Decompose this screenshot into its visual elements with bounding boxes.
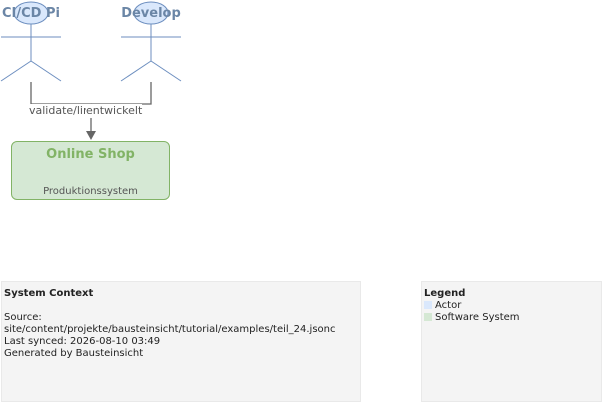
legend-swatch-software-system [424,313,432,321]
legend-label-actor: Actor [435,300,462,311]
actor-figure-cicd[interactable] [0,1,62,82]
edge-entwickelt[interactable] [91,82,152,105]
actor-right-leg [30,60,62,82]
legend-item-software-system: Software System [424,312,520,324]
info-source-label: Source: [4,312,42,323]
system-title: Online Shop [46,147,135,162]
legend-item-actor: Actor [424,300,461,312]
actor-left-leg [120,60,152,82]
info-generated-by: Generated by Bausteinsicht [4,348,144,359]
legend-title: Legend [424,288,466,299]
actor-figure-developer[interactable] [120,1,182,82]
actor-left-leg [0,60,32,82]
system-online-shop[interactable]: Online Shop Produktionssystem [11,141,170,200]
actor-label-cicd[interactable]: CI/CD Pi [2,6,60,21]
legend-swatch-actor [424,301,432,309]
info-last-synced: Last synced: 2026-08-10 03:49 [4,336,161,347]
actor-right-leg [150,60,182,82]
edge-label-entwickelt: entwickelt [86,104,143,118]
info-title: System Context [4,288,94,299]
edge-arrowhead [86,131,96,140]
legend-label-software-system: Software System [435,312,520,323]
edge-label-validate-lint: validate/lint [29,104,95,118]
actor-label-developer[interactable]: Develop [121,6,181,21]
info-panel: System Context Source: site/content/proj… [1,281,361,402]
system-subtitle: Produktionssystem [43,186,138,197]
legend-panel: Legend Actor Software System [421,281,602,402]
info-source-path: site/content/projekte/bausteinsicht/tuto… [4,324,336,335]
